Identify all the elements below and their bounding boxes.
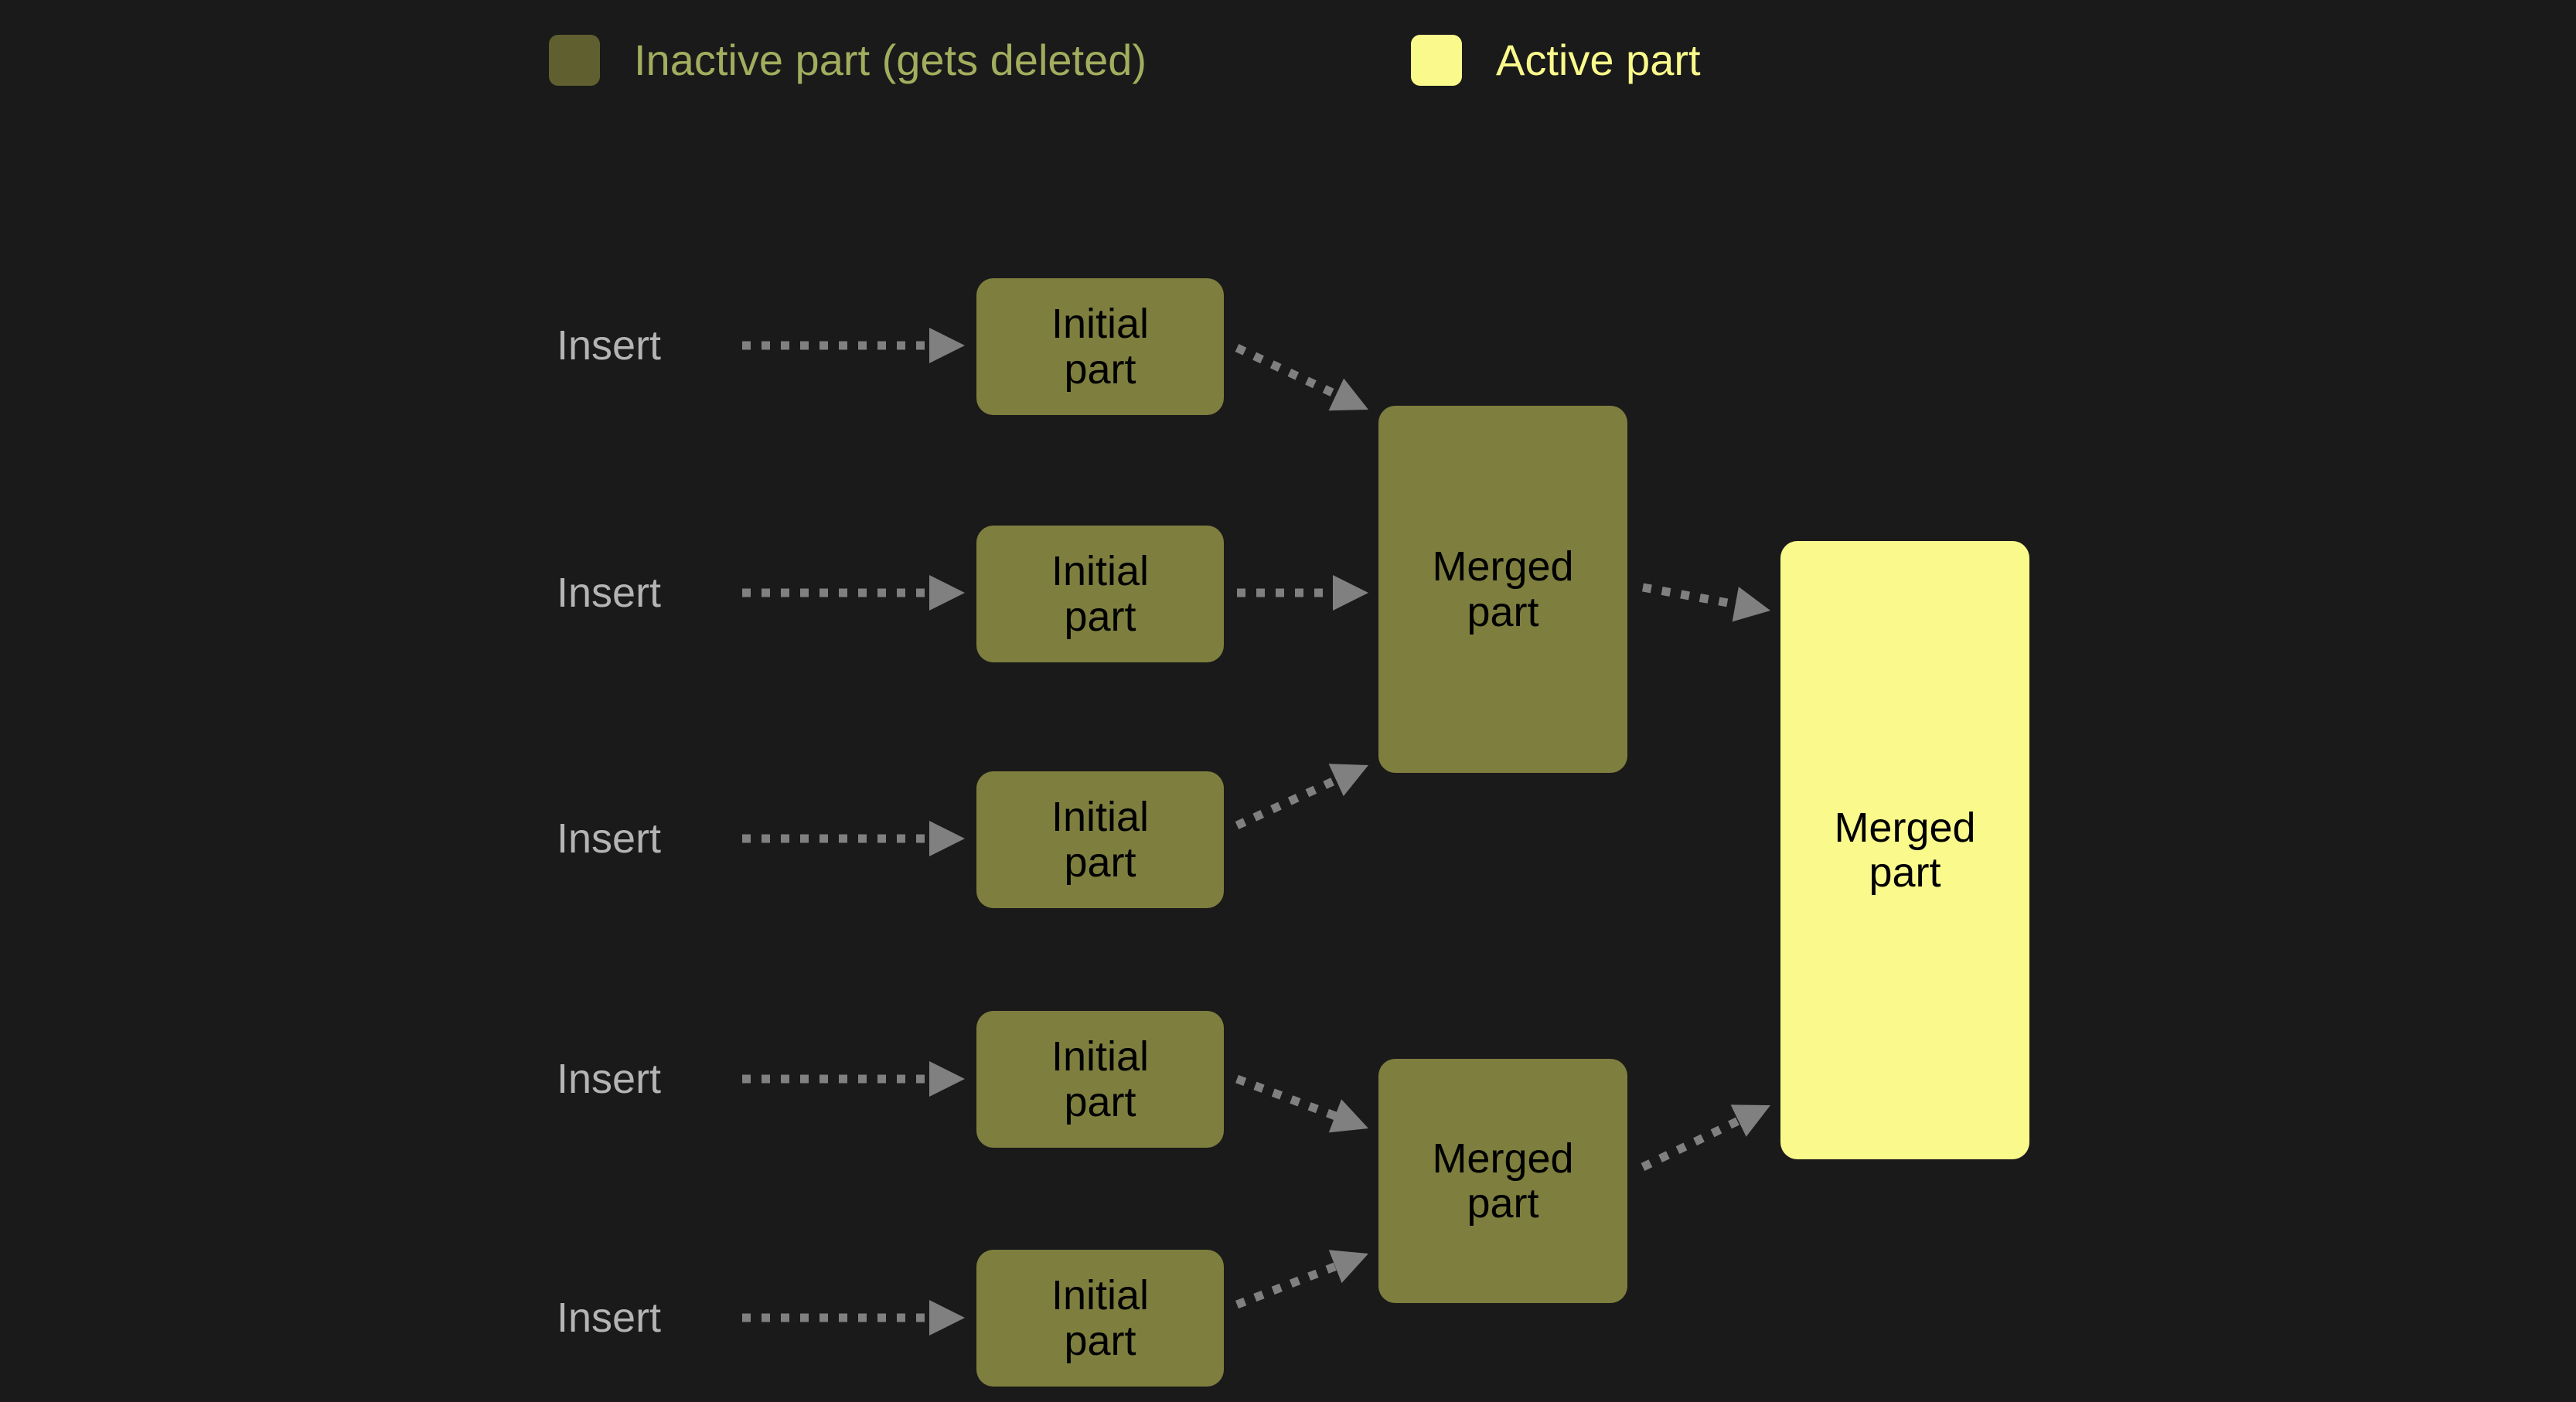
insert-3-to-initial-3-arrowhead-icon: [929, 821, 965, 856]
insert-4-to-initial-4-arrowhead-icon: [929, 1061, 965, 1097]
initial-5-to-merged-bottom-arrowhead-icon: [1328, 1250, 1368, 1284]
insert-2-to-initial-2-arrowhead-icon: [929, 575, 965, 611]
legend-item-inactive: Inactive part (gets deleted): [549, 35, 1147, 86]
insert-label-2: Insert: [557, 570, 662, 616]
legend-label-active: Active part: [1496, 36, 1701, 84]
initial-3-to-merged-top-line: [1235, 774, 1341, 829]
legend-label-inactive: Inactive part (gets deleted): [634, 36, 1147, 84]
initial-1-to-merged-top-line: [1235, 344, 1341, 400]
insert-5-to-initial-5-arrowhead-icon: [929, 1300, 965, 1336]
initial-5-to-merged-bottom-line: [1235, 1261, 1340, 1309]
merged-top-to-final-line: [1642, 583, 1739, 609]
insert-label-1: Insert: [557, 322, 662, 369]
initial-1-to-merged-top-arrowhead-icon: [1328, 378, 1368, 411]
insert-label-3: Insert: [557, 815, 662, 862]
initial-2-to-merged-top-arrowhead-icon: [1333, 575, 1368, 611]
legend-item-active: Active part: [1411, 35, 1701, 86]
insert-label-4: Insert: [557, 1056, 662, 1102]
insert-label-5: Insert: [557, 1295, 662, 1341]
initial-4-to-merged-bottom-arrowhead-icon: [1328, 1099, 1368, 1133]
merged-bottom-to-final-line: [1641, 1115, 1743, 1171]
insert-1-to-initial-1-arrowhead-icon: [929, 328, 965, 363]
legend-swatch-inactive-icon: [549, 35, 600, 86]
merged-bottom-to-final-arrowhead-icon: [1730, 1104, 1770, 1137]
legend-swatch-active-icon: [1411, 35, 1462, 86]
initial-3-to-merged-top-arrowhead-icon: [1328, 764, 1368, 797]
merged-top-to-final-arrowhead-icon: [1732, 587, 1770, 622]
initial-4-to-merged-bottom-line: [1235, 1074, 1340, 1121]
